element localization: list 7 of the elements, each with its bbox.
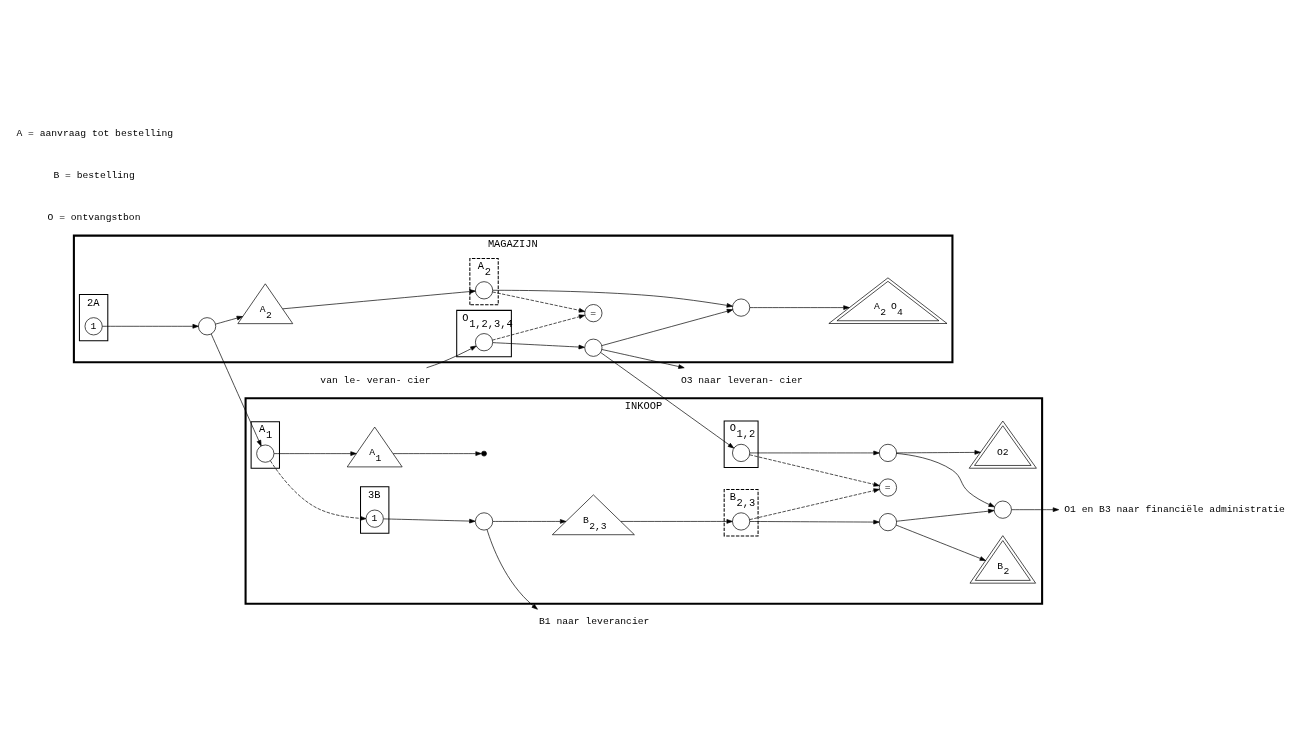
node-text: B1 naar leverancier [539,615,650,627]
node-text: O1 en B3 naar financiële administratie [1064,503,1285,515]
node-text: van le- veran- cier [320,374,431,386]
label: B = bestelling [53,169,135,181]
label: O = ontvangstbon [47,211,141,223]
label: A = aanvraag tot bestelling [16,127,174,139]
node-text: O3 naar leveran- cier [680,374,803,386]
